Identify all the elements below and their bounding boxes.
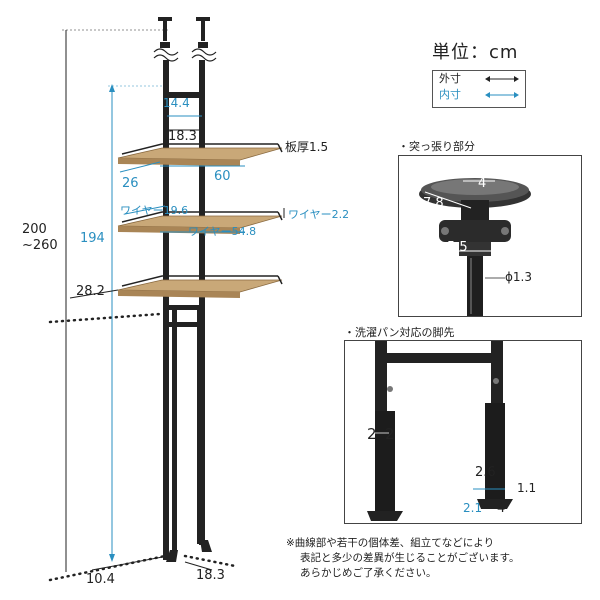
tension-detail-inset: 4 7.8 5.5 ϕ1.3 (398, 155, 582, 317)
dim-shelf-thickness: 板厚1.5 (285, 140, 329, 154)
dim-wire-54-8: ワイヤー54.8 (188, 225, 257, 238)
tension-detail-drawing (419, 178, 531, 316)
laundry-foot-drawing (367, 341, 513, 521)
dotted-guide (183, 554, 237, 568)
laundry-dim-2-1: 2.1 (463, 501, 483, 515)
tension-dim-5-5: 5.5 (447, 240, 468, 255)
shelf-top (117, 143, 283, 166)
outer-arrow-icon (485, 76, 519, 82)
dim-total-height-max: ~260 (22, 238, 58, 253)
tension-section-label: ・突っ張り部分 (398, 140, 475, 153)
laundry-foot-inset: 2 2 2.6 1.1 2.1 4 (344, 340, 582, 524)
laundry-dim-2-6: 2.6 (475, 465, 496, 480)
inner-arrow-icon (485, 92, 519, 98)
laundry-dim-4: 4 (497, 501, 506, 516)
dim-foot-10-4: 10.4 (86, 572, 115, 587)
dim-wire-2-2: ワイヤー2.2 (288, 208, 350, 221)
tension-adjuster-icon (153, 17, 217, 62)
dim-inner-width: 14.4 (163, 96, 190, 110)
laundry-section-label: ・洗濯パン対応の脚先 (344, 326, 455, 339)
dim-wire-19-6: ワイヤー19.6 (120, 204, 189, 217)
tension-dim-4: 4 (478, 176, 487, 191)
dim-total-height: 200 ~260 (22, 222, 58, 254)
dim-inner-height: 194 (80, 231, 105, 246)
legend-box: 外寸 内寸 (432, 70, 526, 108)
laundry-dim-1-1: 1.1 (517, 481, 537, 495)
dim-shelf-width: 60 (214, 169, 231, 184)
dotted-guide (48, 312, 162, 324)
note-line-1: ※曲線部や若干の個体差、組立てなどにより (286, 537, 495, 549)
unit-label: 単位：cm (432, 42, 519, 63)
tension-dim-7-8: 7.8 (423, 196, 444, 211)
dim-base-depth: 28.2 (76, 284, 105, 299)
laundry-dim-2b: 2 (385, 425, 395, 443)
note-line-3: あらかじめご了承ください。 (300, 567, 437, 579)
note-line-2: 表記と多少の差異が生じることがございます。 (300, 552, 520, 564)
legend-outer-label: 外寸 (439, 72, 461, 85)
dim-foot-18-3: 18.3 (196, 568, 225, 583)
legend-inner-label: 内寸 (439, 88, 461, 101)
dim-shelf-depth: 26 (122, 176, 139, 191)
frame-poles (163, 60, 212, 562)
shelf-bottom (117, 275, 283, 298)
dim-outer-width: 18.3 (168, 129, 197, 144)
legend-outer: 外寸 (433, 71, 525, 87)
legend-inner: 内寸 (433, 87, 525, 103)
laundry-dim-2a: 2 (367, 425, 377, 443)
dim-total-height-min: 200 (22, 222, 47, 237)
disclaimer-note: ※曲線部や若干の個体差、組立てなどにより 表記と多少の差異が生じることがございま… (286, 536, 519, 581)
tension-dim-phi: ϕ1.3 (505, 270, 532, 284)
